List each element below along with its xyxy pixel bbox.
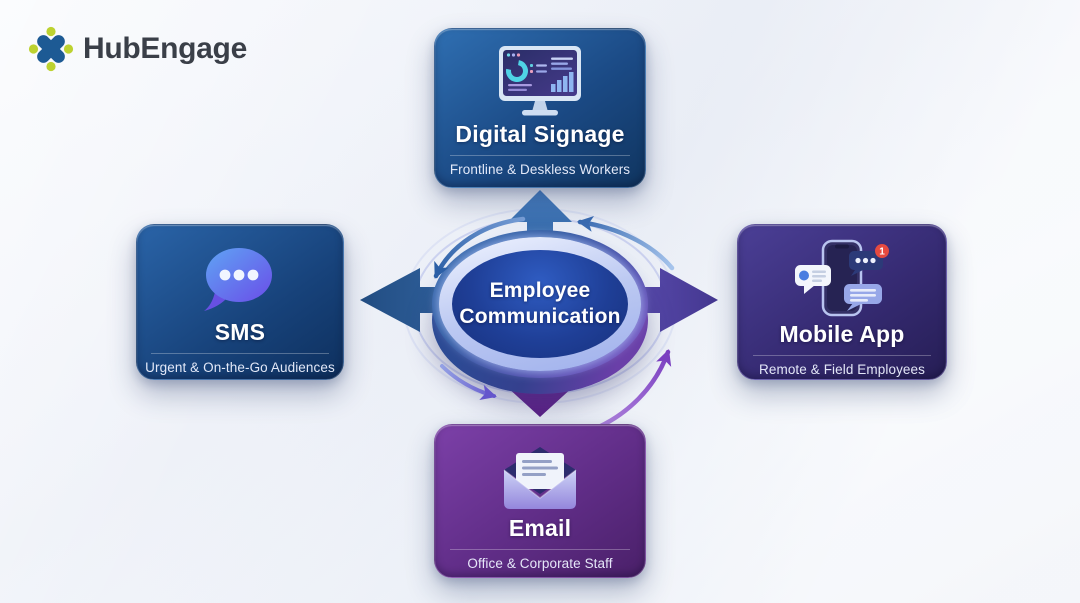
card-subtitle: Office & Corporate Staff: [467, 556, 613, 571]
chat-bubble-icon: [200, 225, 280, 319]
hub-core: Employee Communication: [452, 250, 628, 358]
card-title: SMS: [214, 319, 266, 345]
card-title: Digital Signage: [455, 121, 625, 147]
hub-ellipse: Employee Communication: [432, 230, 648, 378]
card-divider: [752, 355, 932, 356]
card-sms: SMS Urgent & On-the-Go Audiences: [136, 224, 344, 380]
hub-glow-ring: Employee Communication: [439, 237, 641, 371]
card-divider: [449, 549, 631, 550]
hub-title-line1: Employee: [489, 279, 591, 303]
card-subtitle: Frontline & Deskless Workers: [449, 162, 631, 177]
card-email: Email Office & Corporate Staff: [434, 424, 646, 578]
hubengage-logo-icon: [28, 26, 74, 72]
card-subtitle: Remote & Field Employees: [759, 362, 925, 377]
card-divider: [449, 155, 631, 156]
brand-logo: HubEngage: [28, 26, 247, 72]
notification-badge: 1: [879, 246, 885, 257]
card-divider: [151, 353, 329, 354]
monitor-dashboard-icon: [494, 29, 586, 121]
hub-title-line2: Communication: [459, 305, 621, 328]
card-title: Mobile App: [779, 321, 905, 347]
card-title: Email: [508, 515, 572, 541]
card-subtitle: Urgent & On-the-Go Audiences: [145, 360, 335, 375]
brand-name: HubEngage: [83, 32, 247, 65]
card-mobile-app: 1 Mobile App Remote & Field Employees: [737, 224, 947, 380]
card-digital-signage: Digital Signage Frontline & Deskless Wor…: [434, 28, 646, 188]
open-envelope-icon: [497, 425, 583, 515]
smartphone-chat-icon: 1: [792, 225, 892, 321]
